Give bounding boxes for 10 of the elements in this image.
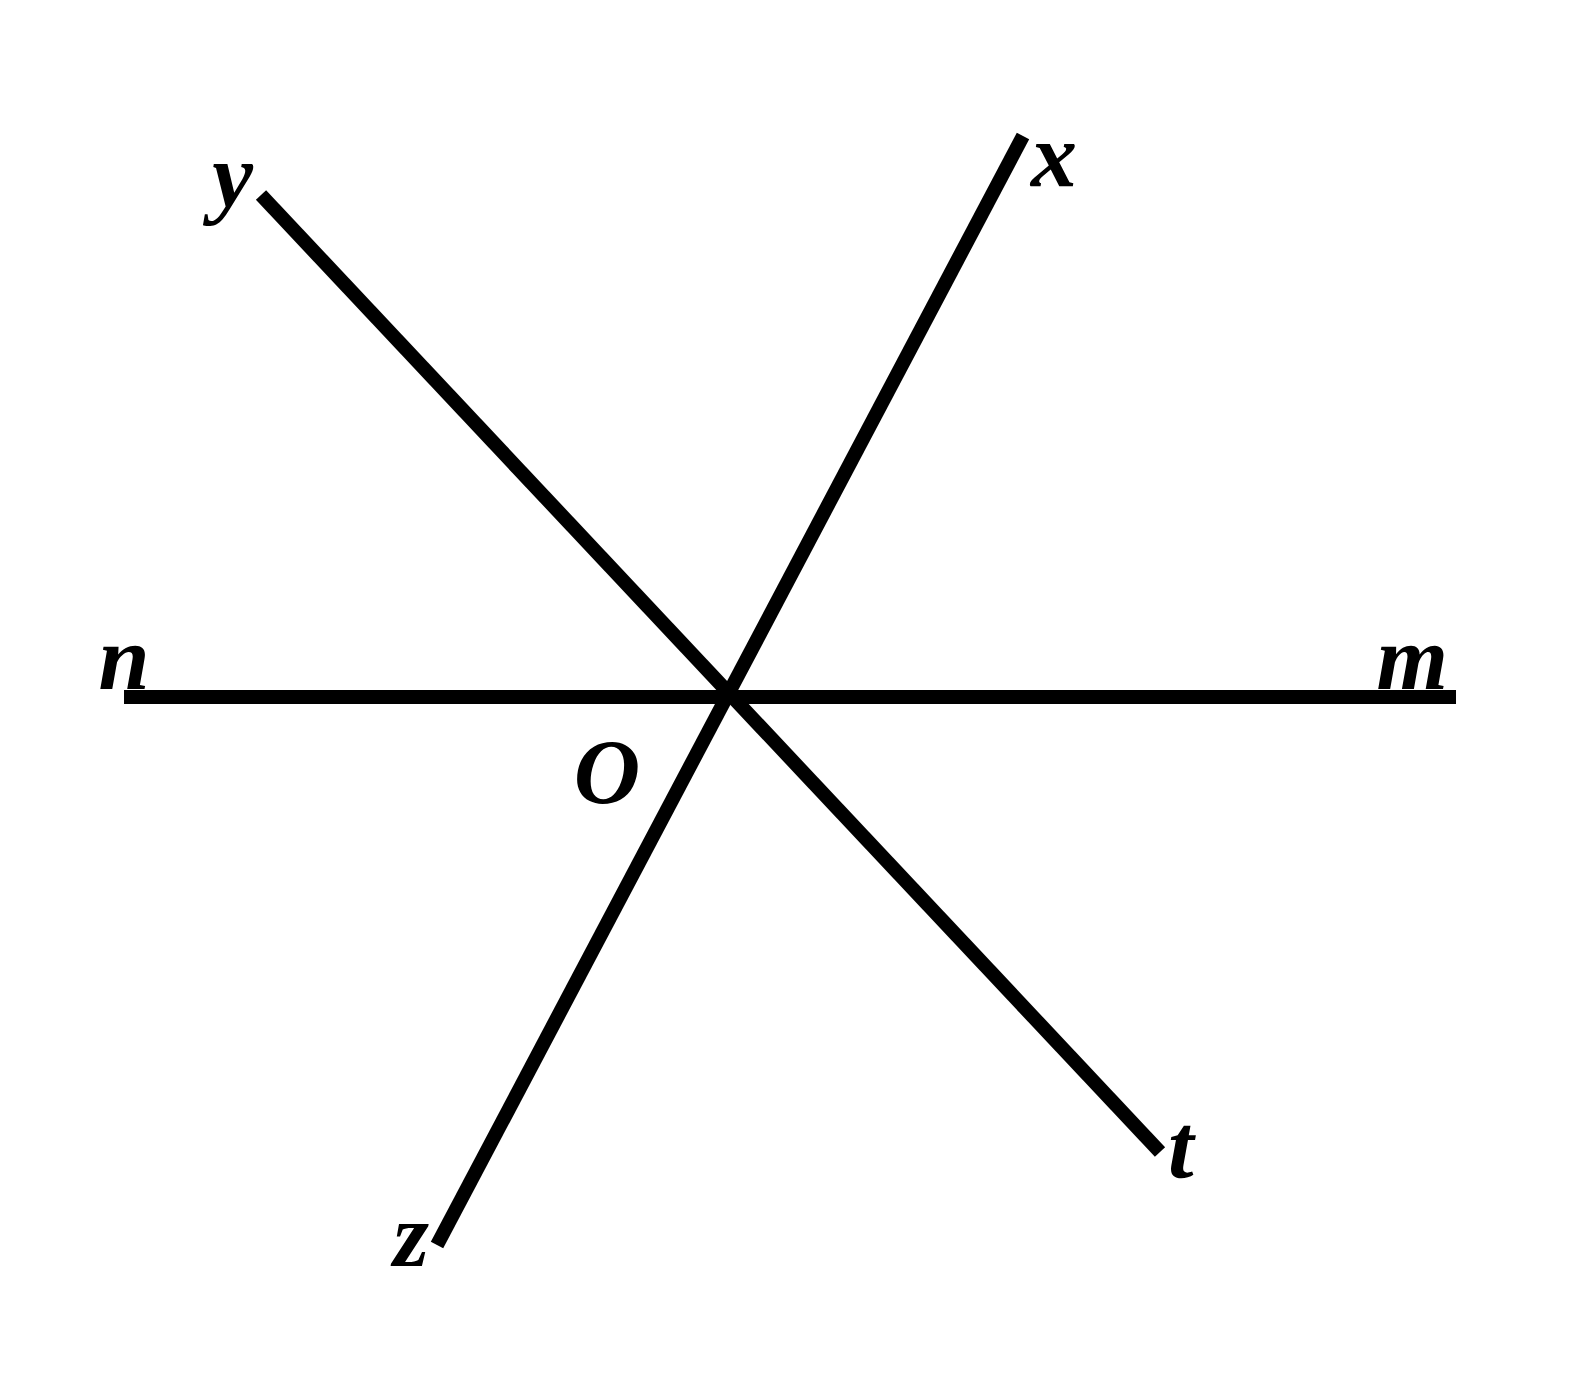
line: [430, 132, 1030, 1249]
line: [255, 190, 1166, 1157]
line-label: z: [390, 1223, 429, 1267]
line-label: y: [202, 163, 254, 227]
line-label: n: [100, 645, 146, 689]
point-label: O: [577, 742, 638, 804]
line: [124, 690, 1456, 704]
line-label: x: [1029, 144, 1075, 187]
line-label: t: [1170, 1125, 1196, 1179]
line-label: m: [1378, 645, 1444, 689]
